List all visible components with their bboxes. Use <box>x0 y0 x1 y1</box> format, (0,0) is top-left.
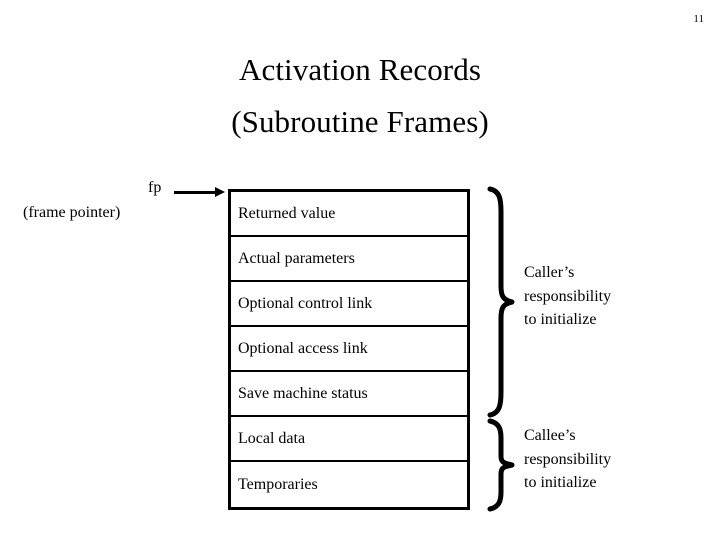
page-title: Activation Records (Subroutine Frames) <box>0 44 720 149</box>
frame-row: Temporaries <box>238 475 318 493</box>
note-line: to initialize <box>524 474 597 492</box>
title-line-2: (Subroutine Frames) <box>231 104 489 140</box>
frame-row: Actual parameters <box>231 237 467 282</box>
frame-pointer-label: fp <box>148 179 162 196</box>
caller-responsibility-note: Caller’s responsibility to initialize <box>524 261 611 332</box>
frame-row: Local data <box>231 417 467 462</box>
arrow-right-icon <box>174 187 225 197</box>
frame-pointer-caption: (frame pointer) <box>23 204 121 221</box>
note-line: Caller’s <box>524 264 575 281</box>
callee-responsibility-note: Callee’s responsibility to initialize <box>524 424 611 495</box>
arrow-shaft <box>174 191 217 194</box>
note-line: responsibility <box>524 450 612 468</box>
right-curly-brace-icon <box>486 418 520 512</box>
note-line: to initialize <box>524 311 597 329</box>
frame-row: Optional control link <box>231 282 467 327</box>
arrow-head <box>215 187 225 197</box>
note-line: Callee’s <box>524 427 576 444</box>
activation-record-stack: Returned value Actual parameters Optiona… <box>228 189 470 510</box>
note-line: responsibility <box>524 287 612 305</box>
title-line-1: Activation Records <box>239 52 481 87</box>
frame-row: Optional access link <box>231 327 467 372</box>
frame-row: Save machine status <box>231 372 467 417</box>
page-number: 11 <box>693 13 704 25</box>
frame-row: Returned value <box>231 192 467 237</box>
right-curly-brace-icon <box>486 186 520 418</box>
